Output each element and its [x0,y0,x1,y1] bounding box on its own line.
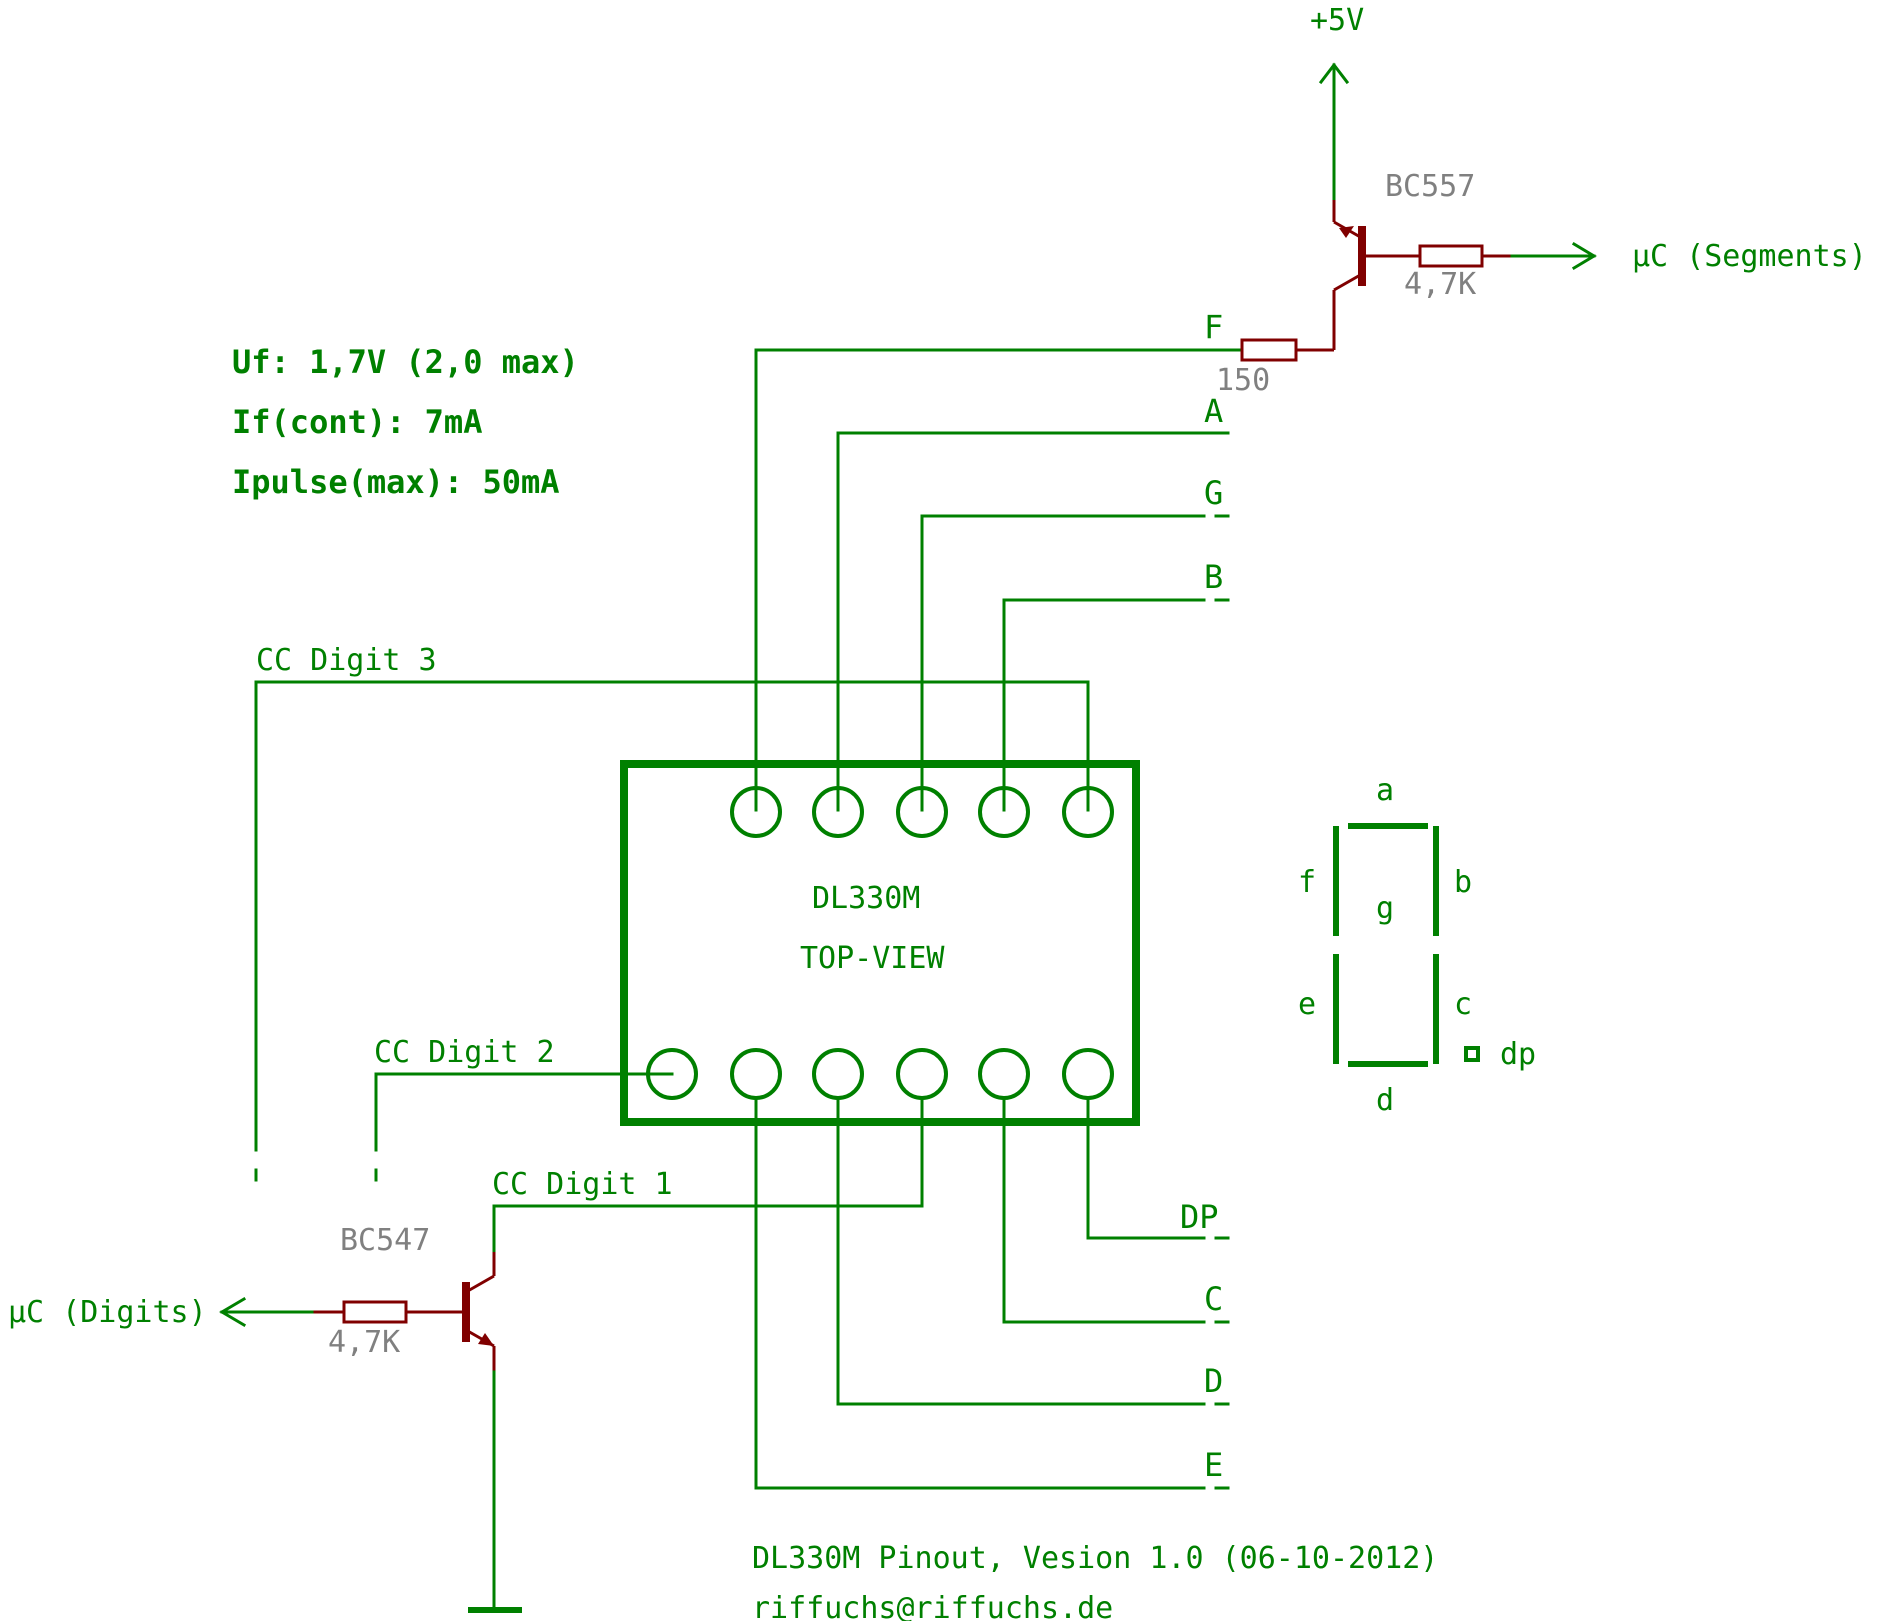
segment-label-d: D [1204,1362,1223,1400]
seven-segment-legend [1333,823,1480,1067]
pnp-transistor-label: BC557 [1385,169,1475,204]
ic-view: TOP-VIEW [800,941,945,976]
ic-name: DL330M [812,881,920,916]
ic-pad-bottom-5 [978,1048,1030,1100]
net-c [1002,1096,1206,1324]
ic-pad-bottom-3 [812,1048,864,1100]
net-cc-digit-1 [492,1096,924,1254]
segment-series-resistor-value: 150 [1216,363,1270,398]
net-d [836,1096,1206,1406]
net-e [754,1096,1206,1490]
net-g [920,514,1206,812]
ic-dl330m-body [620,760,1140,1126]
footer-title: DL330M Pinout, Vesion 1.0 (06-10-2012) [752,1541,1438,1576]
segment-label-b: B [1204,558,1223,596]
npn-transistor-label: BC547 [340,1223,430,1258]
ic-pad-bottom-1 [646,1048,698,1100]
segment-label-a: A [1204,392,1223,430]
footer-email: riffuchs@riffuchs.de [752,1591,1113,1621]
digit-base-resistor [342,1300,408,1324]
ic-pad-top-5 [1062,786,1114,838]
ic-pad-top-4 [978,786,1030,838]
segment-label-dp: DP [1180,1198,1219,1236]
dp-dot [1464,1046,1480,1062]
legend-d: d [1376,1083,1394,1118]
supply-5v-symbol [1318,62,1350,202]
segments-port-arrow [1510,241,1597,271]
ic-pad-top-1 [730,786,782,838]
legend-dp: dp [1500,1037,1536,1072]
legend-c: c [1454,987,1472,1022]
ic-pad-bottom-6 [1062,1048,1114,1100]
npn-transistor-bc547 [406,1252,496,1372]
segment-label-f: F [1204,308,1223,346]
note-if-cont: If(cont): 7mA [232,403,482,441]
net-b [1002,598,1206,812]
ic-pad-top-3 [896,786,948,838]
legend-b: b [1454,865,1472,900]
segments-port-label: µC (Segments) [1632,239,1867,274]
net-dp [1086,1096,1206,1240]
legend-a: a [1376,773,1394,808]
ic-pad-top-2 [812,786,864,838]
cc-digit-3-label: CC Digit 3 [256,643,437,678]
digit-base-resistor-value: 4,7K [328,1325,400,1360]
ic-pad-bottom-2 [730,1048,782,1100]
pnp-transistor-bc557 [1332,200,1420,350]
segment-base-resistor [1418,244,1484,268]
net-a [836,431,1228,812]
segment-base-resistor-value: 4,7K [1404,267,1476,302]
legend-g: g [1376,891,1394,926]
segment-label-e: E [1204,1446,1223,1484]
digits-port-arrow [219,1296,314,1328]
legend-f: f [1298,865,1316,900]
cc-digit-1-label: CC Digit 1 [492,1167,673,1202]
note-uf: Uf: 1,7V (2,0 max) [232,343,579,381]
segment-label-c: C [1204,1280,1223,1318]
net-cc-digit-3 [254,680,1090,1152]
ic-pad-bottom-4 [896,1048,948,1100]
cc-digit-2-label: CC Digit 2 [374,1035,555,1070]
digits-port-label: µC (Digits) [8,1295,207,1330]
segment-label-g: G [1204,474,1223,512]
supply-5v-label: +5V [1310,3,1364,38]
net-cc-digit-2 [374,1072,674,1152]
note-ipulse: Ipulse(max): 50mA [232,463,560,501]
legend-e: e [1298,987,1316,1022]
segment-series-resistor [1240,338,1298,362]
